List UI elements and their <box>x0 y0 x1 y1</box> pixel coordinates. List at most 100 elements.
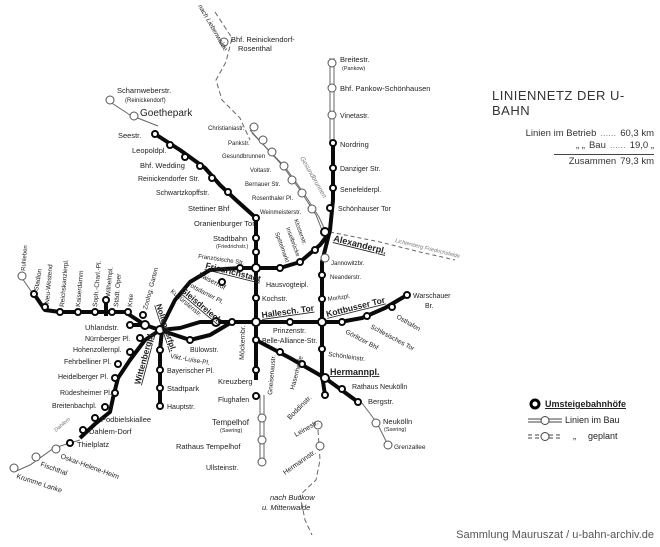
station-knie[interactable] <box>124 308 132 316</box>
station-hasenheide[interactable] <box>298 360 306 368</box>
station-scharnweberstr[interactable] <box>105 95 115 105</box>
label: Hallesch. Tor <box>261 303 315 320</box>
station-inselbruecke[interactable] <box>311 246 319 254</box>
station-alexanderpl[interactable] <box>320 227 330 237</box>
station-warschauer[interactable] <box>403 291 411 299</box>
station-buelowstr[interactable] <box>186 336 194 344</box>
label: Rosenthal <box>238 44 272 53</box>
station-kochstr[interactable] <box>252 294 260 302</box>
station-moritzpl[interactable] <box>318 295 326 303</box>
station-neanderstr[interactable] <box>318 271 326 279</box>
station-leopoldpl[interactable] <box>166 141 174 149</box>
station-dahlem-dorf[interactable] <box>79 426 87 434</box>
station-vinetastr[interactable] <box>327 110 337 120</box>
station-tempelhof[interactable] <box>257 413 267 423</box>
station-staedt-oper[interactable] <box>108 308 116 316</box>
station-stettiner-bhf[interactable] <box>224 188 232 196</box>
station-kreuzberg[interactable] <box>252 366 260 374</box>
station-goerlitzer[interactable] <box>338 318 346 326</box>
station-goethepark[interactable] <box>129 111 139 121</box>
station-gneisenaustr[interactable] <box>276 348 284 356</box>
station-wilhelmpl[interactable] <box>102 296 110 304</box>
station-fehrbelliner[interactable] <box>114 360 122 368</box>
station-schoenleinstr[interactable] <box>318 345 326 353</box>
station-breitestr[interactable] <box>327 58 337 68</box>
station-reinickendorfer-str[interactable] <box>196 162 204 170</box>
station-nordring[interactable] <box>329 139 337 147</box>
station-weinmeister[interactable] <box>307 204 317 214</box>
station-zoolog-garten[interactable] <box>139 311 147 319</box>
station-schwartzkopffstr[interactable] <box>208 174 216 182</box>
station-bayerischer[interactable] <box>156 366 164 374</box>
station-rosenthaler[interactable] <box>297 188 307 198</box>
legend-construction: Linien im Bau <box>528 412 626 428</box>
station-gesundbrunnen[interactable] <box>267 147 277 157</box>
station-ruedesheimer[interactable] <box>111 389 119 397</box>
station-christianiastr[interactable] <box>249 122 259 132</box>
station-hallesch-tor[interactable] <box>251 317 261 327</box>
station-leinestr[interactable] <box>313 420 323 430</box>
station-franzoesische-str[interactable] <box>252 248 260 256</box>
station-kaiserdamm[interactable] <box>74 308 82 316</box>
station-krumme-lanke[interactable] <box>9 463 19 473</box>
station-ruhleben[interactable] <box>17 271 27 281</box>
station-podbielskiallee[interactable] <box>91 414 99 422</box>
station-jannowitzbr[interactable] <box>320 253 330 263</box>
station-kottbusser-tor[interactable] <box>317 317 327 327</box>
station-bhf-pankow[interactable] <box>327 83 337 93</box>
station-hermannpl[interactable] <box>320 373 330 383</box>
station-osthafen[interactable] <box>388 303 396 311</box>
station-thielplatz[interactable] <box>66 439 74 447</box>
label: Soph.-Charl.-Pl. <box>92 260 103 307</box>
station-nollendorfpl[interactable] <box>155 325 165 335</box>
station-nuernberger[interactable] <box>136 334 144 342</box>
label: Hermannstr. <box>282 449 317 477</box>
station-hohenzollernpl[interactable] <box>126 348 134 356</box>
station-heidelberger[interactable] <box>111 374 119 382</box>
station-schoenhauser-tor[interactable] <box>326 204 334 212</box>
station-spittelmarkt[interactable] <box>296 258 304 266</box>
station-wedding[interactable] <box>181 153 189 161</box>
station-wittenbergpl[interactable] <box>140 320 150 330</box>
label: Voltastr. <box>250 168 272 174</box>
station-bergstr[interactable] <box>354 398 362 406</box>
station-gleisdreieck[interactable] <box>211 317 221 327</box>
station-hauptstr[interactable] <box>156 402 164 410</box>
station-kaiserhof[interactable] <box>236 264 244 272</box>
station-bernauer[interactable] <box>287 175 297 185</box>
station-danziger[interactable] <box>329 164 337 172</box>
station-stadtpark[interactable] <box>156 384 164 392</box>
station-prinzenstr[interactable] <box>286 318 294 326</box>
station-senefelderpl[interactable] <box>329 184 337 192</box>
station-stadion[interactable] <box>30 290 38 298</box>
label: Bülowstr. <box>190 347 218 354</box>
station-pankstr[interactable] <box>258 135 268 145</box>
station-belle-alliance[interactable] <box>252 336 260 344</box>
station-viktoria-luise[interactable] <box>156 346 164 354</box>
station-grenzallee[interactable] <box>383 440 393 450</box>
station-stadtbahn[interactable] <box>252 234 260 242</box>
station-reichskanzlerpl[interactable] <box>56 308 64 316</box>
station-soph-charl[interactable] <box>91 308 99 316</box>
station-ullsteinstr[interactable] <box>257 457 267 467</box>
station-rathaus-neukoelln[interactable] <box>338 385 346 393</box>
station-neukoelln[interactable] <box>371 418 381 428</box>
station-friedrichstadt[interactable] <box>251 263 261 273</box>
station-neu-westend[interactable] <box>41 303 49 311</box>
station-hermannstr[interactable] <box>315 441 325 451</box>
station-breitenbachpl[interactable] <box>101 403 109 411</box>
station-seestr[interactable] <box>151 130 159 138</box>
station-hausvogteipl[interactable] <box>276 264 284 272</box>
station-schlesisches-tor[interactable] <box>363 312 371 320</box>
station-oskar-helene[interactable] <box>51 444 61 454</box>
station-uhlandstr[interactable] <box>126 321 134 329</box>
station-reinickendorf-rosenthal[interactable] <box>219 37 229 47</box>
station-rathaus-tempelhof[interactable] <box>257 435 267 445</box>
station-oranienburger-tor[interactable] <box>252 214 260 222</box>
station-fischtal[interactable] <box>31 452 41 462</box>
station-potsdamer[interactable] <box>218 278 226 286</box>
station-moeckernbr[interactable] <box>228 318 236 326</box>
station-boddinstr[interactable] <box>321 391 329 399</box>
station-flughafen[interactable] <box>252 392 260 400</box>
station-voltastr[interactable] <box>279 161 289 171</box>
